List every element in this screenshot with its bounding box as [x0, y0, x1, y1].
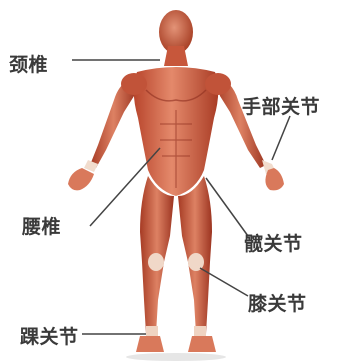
left-hand: [68, 168, 94, 190]
label-hip-joint: 髋关节: [244, 229, 303, 256]
left-foot: [136, 336, 164, 352]
label-lumbar-spine: 腰椎: [22, 212, 61, 239]
ground-shadow: [126, 353, 226, 361]
label-knee-joint: 膝关节: [248, 289, 307, 316]
right-hand: [265, 168, 284, 190]
label-hand-joints: 手部关节: [242, 92, 320, 119]
leader-wrist: [272, 116, 290, 160]
right-ankle: [194, 326, 206, 336]
label-cervical-spine: 颈椎: [9, 50, 48, 77]
left-ankle: [146, 326, 158, 336]
neck: [164, 46, 188, 66]
label-ankle-joint: 踝关节: [20, 322, 79, 349]
left-knee: [148, 253, 164, 271]
right-foot: [188, 336, 216, 352]
leader-hip: [206, 178, 248, 236]
